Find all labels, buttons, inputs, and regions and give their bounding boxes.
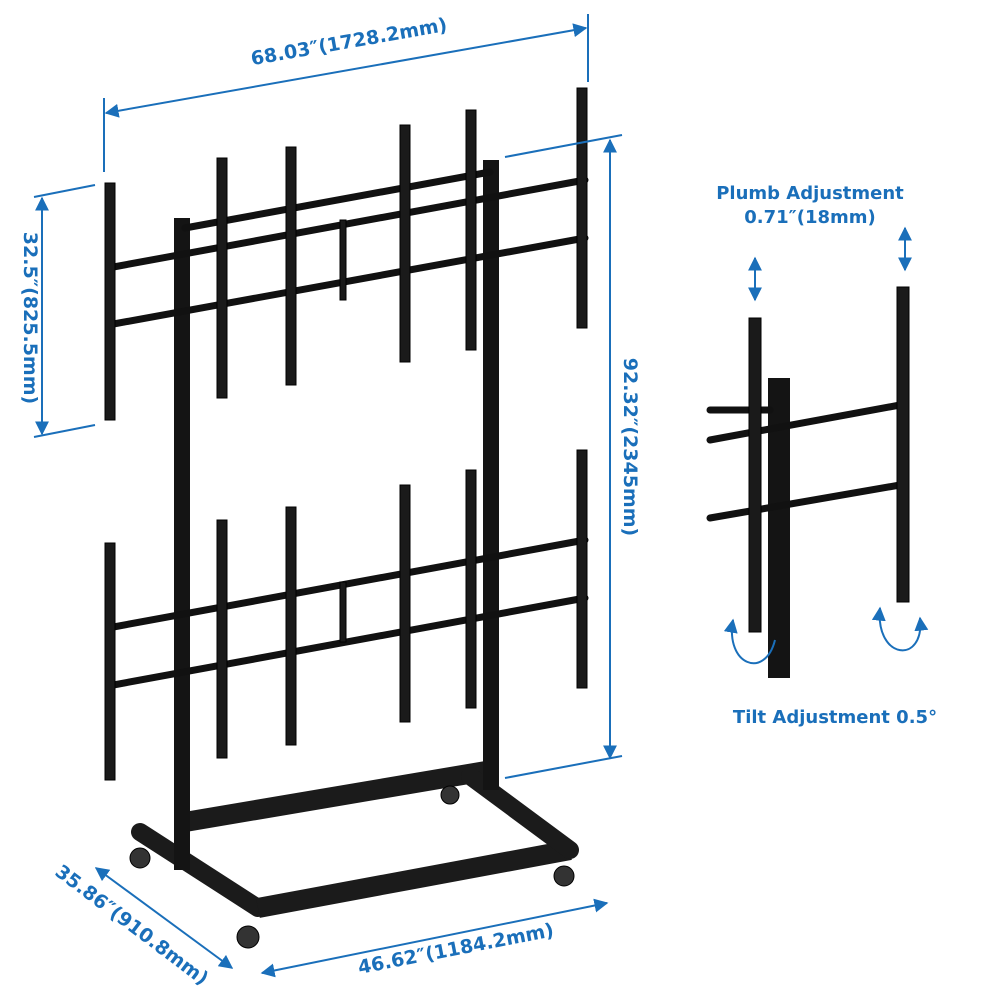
base-depth-label: 35.86″(910.8mm) — [51, 861, 213, 990]
left-post — [174, 218, 190, 870]
plumb-value: 0.71″(18mm) — [744, 207, 876, 228]
adjustment-arrows — [723, 226, 929, 665]
plumb-adjustment-label: Plumb Adjustment 0.71″(18mm) — [690, 182, 930, 230]
detail-view — [706, 286, 910, 678]
tilt-adjustment-label: Tilt Adjustment 0.5° — [732, 707, 938, 728]
overall-width-label: 68.03″(1728.2mm) — [249, 14, 449, 70]
dimension-lines — [33, 14, 623, 978]
overall-height-label: 92.32″(2345mm) — [619, 358, 641, 536]
plumb-title: Plumb Adjustment — [716, 183, 904, 204]
vertical-brackets — [104, 87, 588, 781]
right-post — [483, 160, 499, 790]
base-frame — [131, 760, 579, 918]
caster-wheels — [129, 785, 575, 949]
panel-height-label: 32.5″(825.5mm) — [19, 232, 41, 404]
base-width-label: 46.62″(1184.2mm) — [356, 919, 555, 979]
